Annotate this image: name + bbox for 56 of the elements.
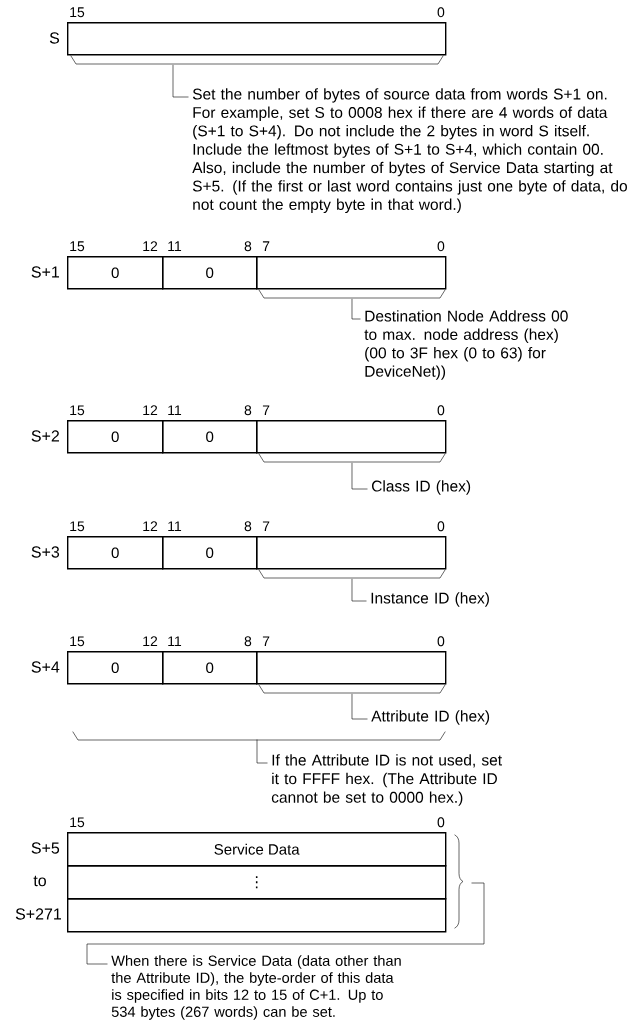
- register-box: [256, 651, 447, 685]
- bit-cell: 0: [162, 536, 258, 570]
- bit-cell: 0: [67, 420, 164, 454]
- row-label: S: [49, 32, 60, 44]
- note-text: Destination Node Address 00 to max. node address (hex) (00 to 3F hex (0 to 63) for DeviceNet)): [364, 310, 568, 380]
- bit-number: 11: [168, 636, 182, 646]
- bit-number: 11: [168, 241, 182, 251]
- note-text: Set the number of bytes of source data from words S+1 on. For example, set S to 0008 hex if there are 4 words of data (S+1 to S+4). Do not include the 2 bytes in word S itself. Include the leftmost bytes of S+1 to S+4, which contain 00. Also, include the number of bytes of Service Data starting at S+5. (If the first or last word contains just one byte of data, do not count the empty byte in that word.): [192, 88, 627, 214]
- bit-cell: 0: [67, 256, 164, 290]
- bit-number: 8: [244, 636, 252, 647]
- register-box: [256, 256, 447, 290]
- row-label: S+5: [31, 842, 60, 854]
- bit-number: 11: [168, 405, 182, 415]
- data-row: [67, 898, 447, 933]
- leader-line: [86, 882, 485, 965]
- row-label: S+271: [15, 908, 61, 920]
- leader-line: [351, 463, 368, 490]
- bit-number: 12: [143, 241, 158, 251]
- register-box: [256, 536, 447, 570]
- row-label: to: [33, 875, 46, 887]
- register-box: [67, 22, 447, 56]
- bit-number: 7: [262, 241, 270, 251]
- bit-cell: 0: [162, 256, 258, 290]
- bit-number: 7: [262, 405, 270, 415]
- data-row: Service Data: [67, 832, 447, 867]
- note-text: When there is Service Data (data other than the Attribute ID), the byte-order of this data is specified in bits 12 to 15 of C+1. Up to 534 bytes (267 words) can be set.: [111, 955, 401, 1020]
- bit-cell: 0: [67, 536, 164, 570]
- leader-line: [351, 579, 367, 602]
- bit-number: 12: [143, 636, 158, 646]
- leader-line: [172, 65, 189, 98]
- bit-number: 8: [244, 405, 252, 416]
- bit-number: 12: [143, 405, 158, 415]
- bit-number: 7: [262, 636, 270, 646]
- leader-line: [256, 739, 268, 764]
- row-label: S+2: [31, 430, 59, 442]
- note-text: Attribute ID (hex): [371, 710, 490, 725]
- row-label: S+1: [31, 266, 59, 278]
- bit-cell: 0: [67, 651, 164, 685]
- note-text: Class ID (hex): [372, 480, 471, 495]
- bit-number: 7: [262, 521, 270, 531]
- bit-number: 11: [168, 521, 182, 531]
- data-row: ⋮: [67, 865, 447, 900]
- bit-number: 12: [143, 521, 158, 531]
- row-label: S+4: [31, 661, 60, 673]
- leader-line: [351, 299, 361, 320]
- row-label: S+3: [31, 546, 60, 558]
- bit-number: 15: [70, 817, 85, 828]
- register-box: [256, 420, 447, 454]
- bit-number: 0: [437, 817, 445, 828]
- note-text: If the Attribute ID is not used, set it to FFFF hex. (The Attribute ID cannot be set to 0000 hex.): [271, 754, 502, 806]
- bit-cell: 0: [162, 420, 258, 454]
- leader-line: [351, 694, 368, 720]
- bit-number: 8: [244, 521, 252, 532]
- bit-cell: 0: [162, 651, 258, 685]
- note-text: Instance ID (hex): [371, 592, 489, 607]
- bit-number: 8: [244, 241, 252, 252]
